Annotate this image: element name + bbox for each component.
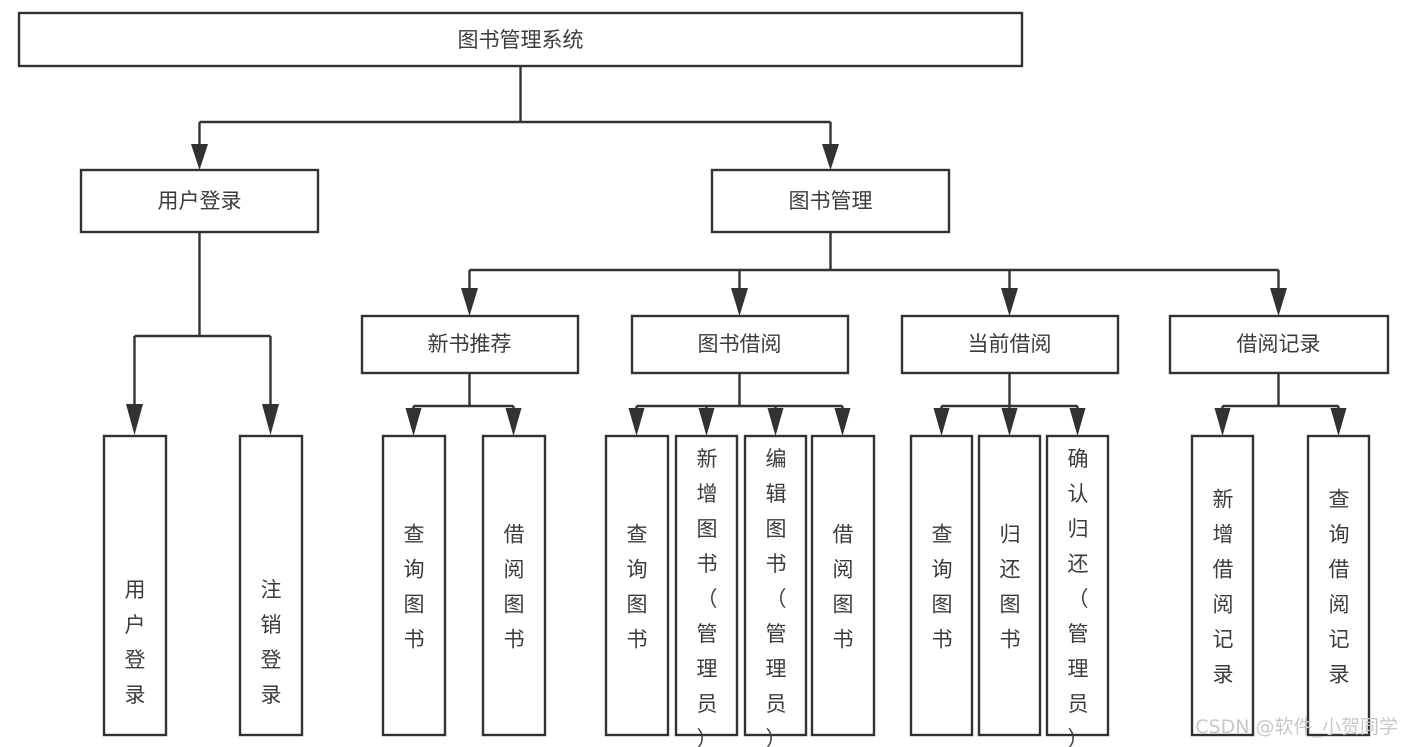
arrow-head-current-borrow-leaf-1 (1001, 408, 1018, 436)
leaf-borrow-record-1-label: 查询借阅记录 (1329, 488, 1350, 687)
arrow-head-new-book-leaf-1 (505, 408, 522, 436)
leaf-new-book-1-label: 借阅图书 (504, 523, 525, 652)
arrow-head-book-borrow-leaf-0 (628, 408, 645, 436)
node-borrow-record-box[interactable] (1168, 314, 1390, 375)
node-new-book-recommend-label: 新书推荐 (428, 332, 512, 356)
leaf-book-borrow-3[interactable]: 借阅图书 (810, 434, 876, 737)
leaf-user-login-0[interactable]: 用户登录 (102, 434, 168, 737)
arrow-head-user-login-leaf-0 (126, 404, 143, 435)
leaf-current-borrow-0-label: 查询图书 (932, 523, 953, 652)
arrow-head-borrow-record-leaf-0 (1214, 408, 1231, 436)
node-book-manage[interactable]: 图书管理 (710, 168, 951, 234)
leaf-book-borrow-2[interactable]: 编辑图书（管理员） (743, 434, 808, 747)
arrow-head-new-book (461, 288, 478, 316)
leaf-book-borrow-1[interactable]: 新增图书（管理员） (674, 434, 739, 747)
arrow-head-book-borrow-leaf-2 (767, 408, 784, 436)
leaf-book-borrow-0-label: 查询图书 (627, 523, 648, 652)
node-root-label: 图书管理系统 (458, 28, 584, 52)
leaf-user-login-1-label: 注销登录 (261, 578, 282, 707)
arrow-head-user-login-leaf-1 (262, 404, 279, 435)
leaf-borrow-record-1[interactable]: 查询借阅记录 (1306, 434, 1371, 737)
node-borrow-record[interactable]: 借阅记录 (1168, 314, 1390, 375)
node-borrow-record-label: 借阅记录 (1237, 332, 1321, 356)
arrow-head-user-login (191, 144, 208, 170)
arrow-head-book-borrow-leaf-3 (834, 408, 851, 436)
node-user-login-box[interactable] (79, 168, 320, 234)
leaf-new-book-0-box[interactable] (381, 434, 447, 737)
leaf-current-borrow-1-label: 归还图书 (1000, 523, 1021, 652)
csdn-watermark: CSDN @软件_小贺同学 (1195, 716, 1398, 738)
leaf-book-borrow-3-label: 借阅图书 (833, 523, 854, 652)
leaf-new-book-1[interactable]: 借阅图书 (481, 434, 547, 737)
arrow-head-new-book-leaf-0 (405, 408, 422, 436)
arrow-head-borrow-record (1270, 288, 1287, 316)
connector-layer (126, 66, 1347, 436)
leaf-current-borrow-2[interactable]: 确认归还（管理员） (1045, 434, 1110, 747)
node-book-borrow-label: 图书借阅 (698, 332, 782, 356)
leaf-book-borrow-0[interactable]: 查询图书 (604, 434, 670, 737)
leaf-borrow-record-1-box[interactable] (1306, 434, 1371, 737)
node-new-book-recommend-box[interactable] (360, 314, 580, 375)
leaf-book-borrow-2-box[interactable] (743, 434, 808, 737)
arrow-head-book-borrow (731, 288, 748, 316)
leaf-book-borrow-1-label: 新增图书（管理员） (697, 447, 718, 747)
node-current-borrow-label: 当前借阅 (968, 332, 1052, 356)
leaf-current-borrow-1-box[interactable] (977, 434, 1042, 737)
leaf-book-borrow-2-label: 编辑图书（管理员） (766, 447, 787, 747)
node-root-box[interactable] (17, 11, 1024, 68)
node-root[interactable]: 图书管理系统 (17, 11, 1024, 68)
arrow-head-current-borrow-leaf-0 (933, 408, 950, 436)
leaf-current-borrow-2-label: 确认归还（管理员） (1068, 447, 1089, 747)
leaf-user-login-0-label: 用户登录 (125, 578, 146, 707)
leaf-book-borrow-0-box[interactable] (604, 434, 670, 737)
leaf-borrow-record-0[interactable]: 新增借阅记录 (1190, 434, 1255, 737)
node-user-login[interactable]: 用户登录 (79, 168, 320, 234)
leaf-user-login-0-box[interactable] (102, 434, 168, 737)
leaf-current-borrow-1[interactable]: 归还图书 (977, 434, 1042, 737)
node-user-login-label: 用户登录 (158, 189, 242, 213)
arrow-head-current-borrow-leaf-2 (1069, 408, 1086, 436)
leaf-borrow-record-0-box[interactable] (1190, 434, 1255, 737)
leaf-book-borrow-1-box[interactable] (674, 434, 739, 737)
arrow-head-book-manage (822, 144, 839, 170)
node-book-borrow[interactable]: 图书借阅 (630, 314, 850, 375)
leaf-current-borrow-0-box[interactable] (909, 434, 974, 737)
arrow-head-current-borrow (1001, 288, 1018, 316)
leaf-current-borrow-0[interactable]: 查询图书 (909, 434, 974, 737)
leaf-user-login-1[interactable]: 注销登录 (238, 434, 304, 737)
leaf-user-login-1-box[interactable] (238, 434, 304, 737)
node-new-book-recommend[interactable]: 新书推荐 (360, 314, 580, 375)
arrow-head-borrow-record-leaf-1 (1330, 408, 1347, 436)
node-current-borrow[interactable]: 当前借阅 (900, 314, 1120, 375)
node-current-borrow-box[interactable] (900, 314, 1120, 375)
leaf-new-book-0-label: 查询图书 (404, 523, 425, 652)
leaf-borrow-record-0-label: 新增借阅记录 (1213, 488, 1234, 687)
arrow-head-book-borrow-leaf-1 (698, 408, 715, 436)
leaf-new-book-0[interactable]: 查询图书 (381, 434, 447, 737)
leaf-current-borrow-2-box[interactable] (1045, 434, 1110, 737)
node-book-manage-label: 图书管理 (789, 189, 873, 213)
leaf-new-book-1-box[interactable] (481, 434, 547, 737)
node-book-manage-box[interactable] (710, 168, 951, 234)
leaf-book-borrow-3-box[interactable] (810, 434, 876, 737)
node-book-borrow-box[interactable] (630, 314, 850, 375)
